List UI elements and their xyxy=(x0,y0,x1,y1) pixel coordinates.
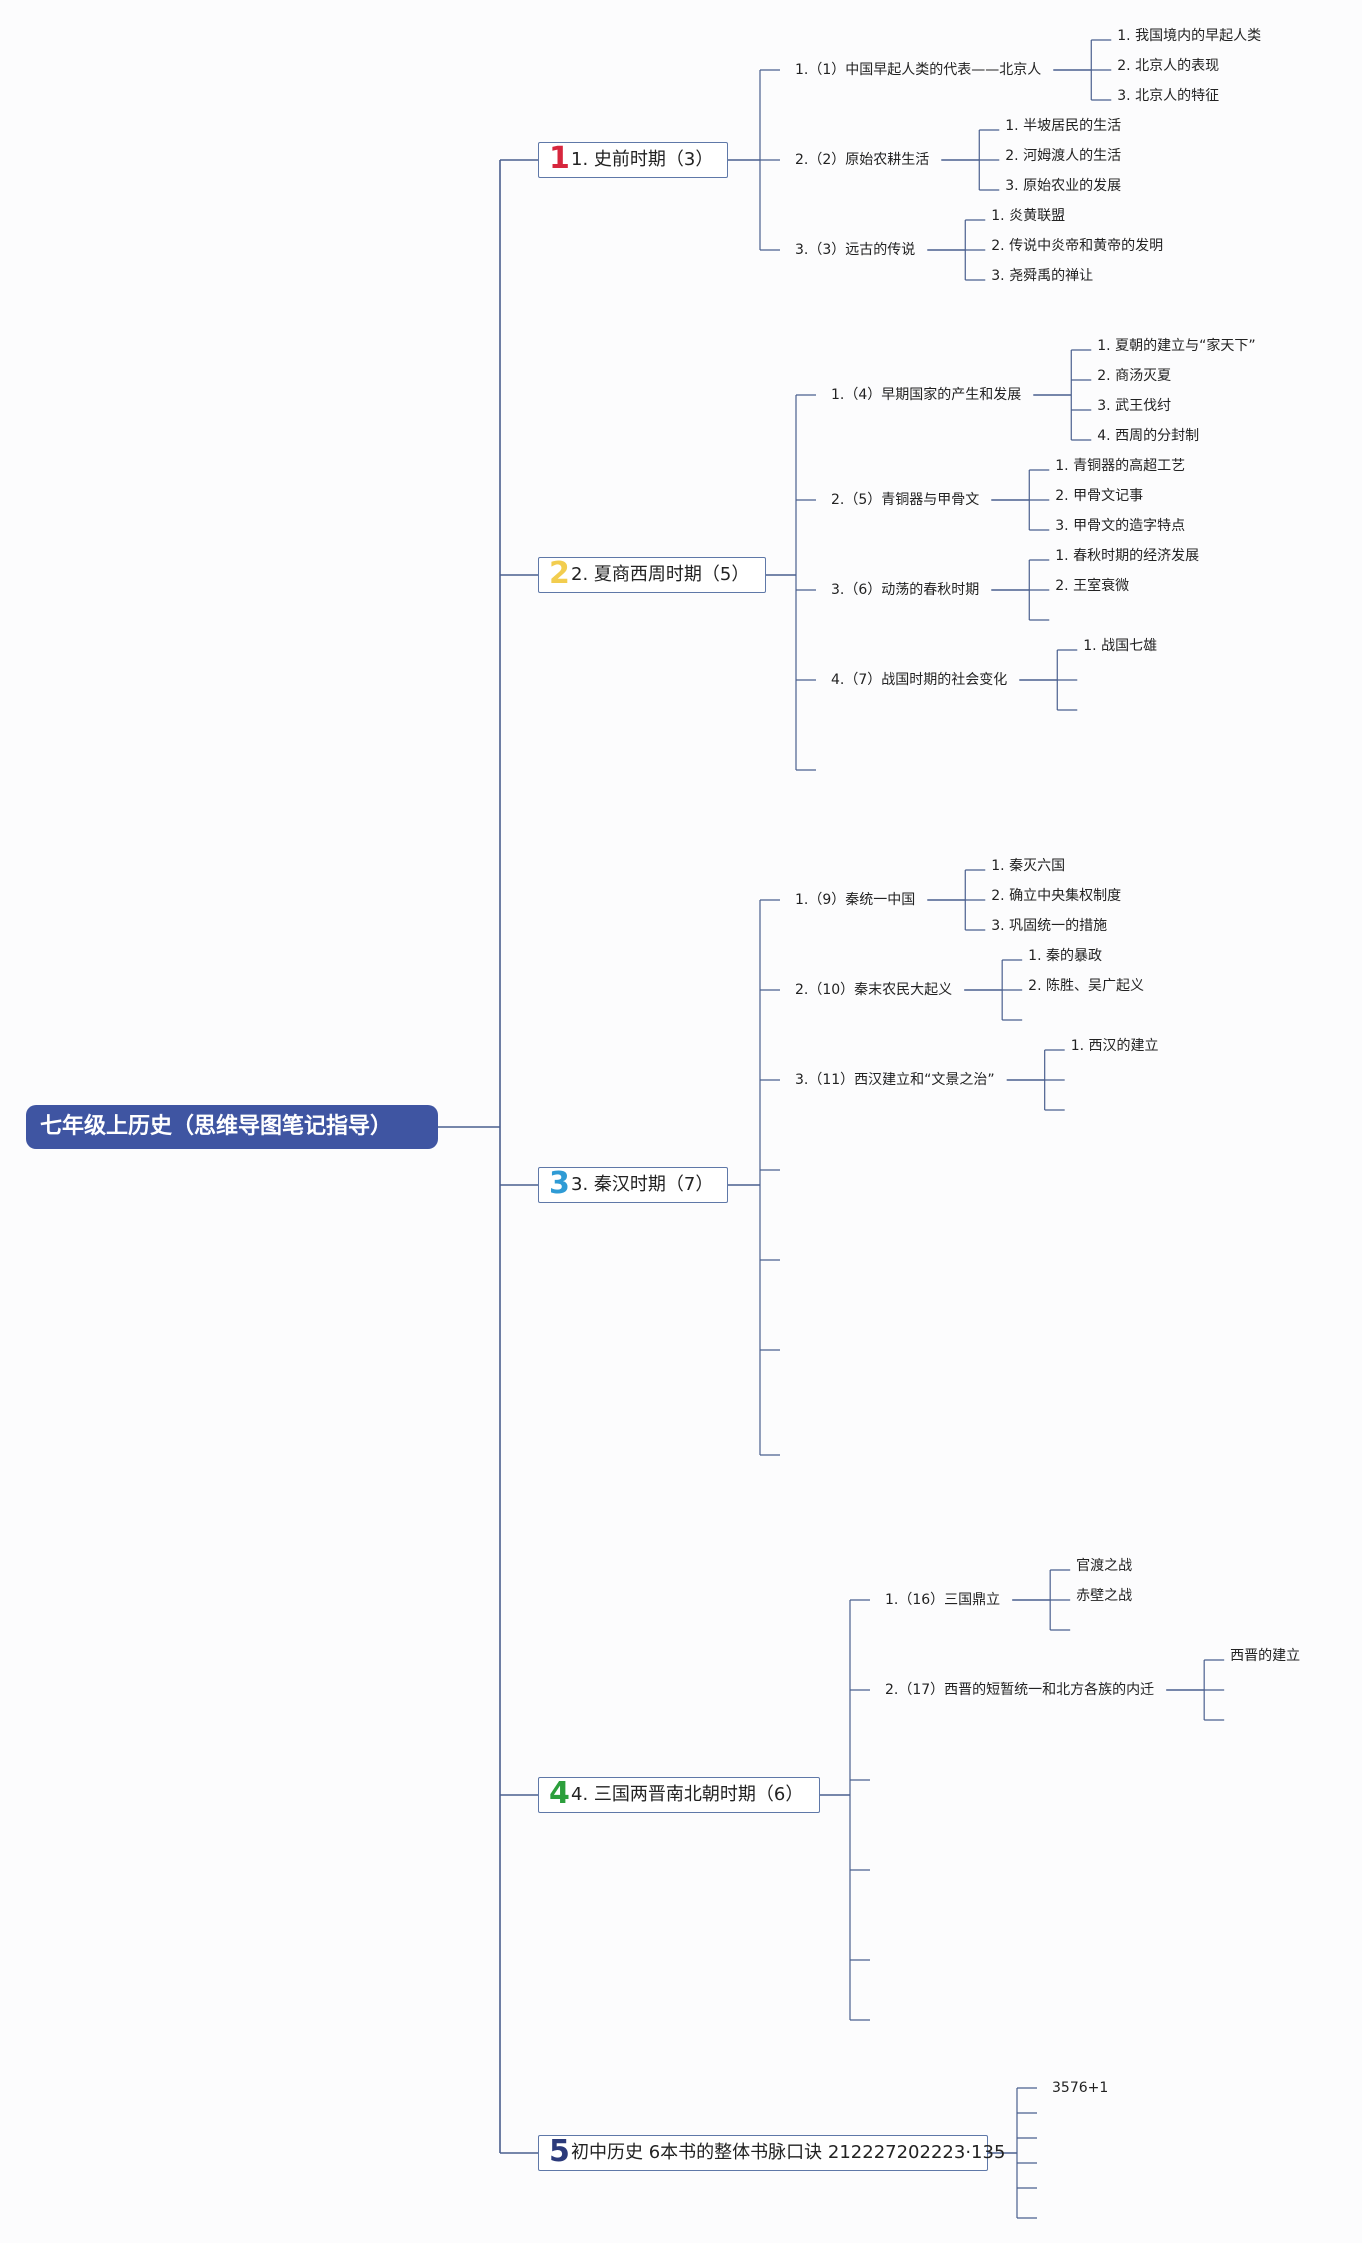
subtopic-node[interactable]: 2. 确立中央集权制度 xyxy=(991,888,1122,904)
section-label: 1. 史前时期（3） xyxy=(571,149,714,170)
section-number-1: 1 xyxy=(549,141,570,176)
subtopic-node[interactable]: 2. 王室衰微 xyxy=(1055,578,1130,594)
subtopic-node[interactable]: 1. 我国境内的早起人类 xyxy=(1117,28,1262,44)
subtopic-node[interactable]: 西晋的建立 xyxy=(1230,1648,1301,1664)
section-label: 2. 夏商西周时期（5） xyxy=(571,564,750,585)
topic-node[interactable]: 1.（9）秦统一中国 xyxy=(795,892,916,908)
subtopic-node[interactable]: 1. 秦的暴政 xyxy=(1028,948,1102,964)
section-box-1[interactable]: 11. 史前时期（3） xyxy=(538,142,728,178)
root-topic[interactable]: 七年级上历史（思维导图笔记指导） xyxy=(26,1105,438,1149)
section-number-3: 3 xyxy=(549,1166,570,1201)
topic-node[interactable]: 2.（10）秦末农民大起义 xyxy=(795,982,953,998)
subtopic-node[interactable]: 2. 传说中炎帝和黄帝的发明 xyxy=(991,238,1164,254)
subtopic-node[interactable]: 1. 夏朝的建立与“家天下” xyxy=(1097,338,1256,354)
subtopic-node[interactable]: 3. 武王伐纣 xyxy=(1097,398,1172,414)
topic-node[interactable]: 2.（5）青铜器与甲骨文 xyxy=(831,492,980,508)
subtopic-node[interactable]: 3. 巩固统一的措施 xyxy=(991,918,1108,934)
topic-node[interactable]: 3.（3）远古的传说 xyxy=(795,242,916,258)
subtopic-node[interactable]: 1. 半坡居民的生活 xyxy=(1005,118,1122,134)
subtopic-node[interactable]: 4. 西周的分封制 xyxy=(1097,428,1200,444)
topic-node[interactable]: 1.（1）中国早起人类的代表——北京人 xyxy=(795,62,1042,78)
subtopic-node[interactable]: 2. 陈胜、吴广起义 xyxy=(1028,978,1144,994)
subtopic-node[interactable]: 1. 秦灭六国 xyxy=(991,858,1066,874)
subtopic-node[interactable]: 3. 甲骨文的造字特点 xyxy=(1055,518,1186,534)
subtopic-node[interactable]: 2. 商汤灭夏 xyxy=(1097,368,1172,384)
subtopic-node[interactable]: 1. 战国七雄 xyxy=(1083,638,1158,654)
section-box-2[interactable]: 22. 夏商西周时期（5） xyxy=(538,557,766,593)
subtopic-node[interactable]: 3. 尧舜禹的禅让 xyxy=(991,268,1094,284)
subtopic-node[interactable]: 3. 北京人的特征 xyxy=(1117,88,1220,104)
section-number-2: 2 xyxy=(549,556,570,591)
section-label: 初中历史 6本书的整体书脉口诀 212227202223·135 xyxy=(571,2142,1006,2163)
topic-node[interactable]: 3.（6）动荡的春秋时期 xyxy=(831,582,980,598)
topic-node[interactable]: 4.（7）战国时期的社会变化 xyxy=(831,672,1008,688)
section-box-3[interactable]: 33. 秦汉时期（7） xyxy=(538,1167,728,1203)
section-box-5[interactable]: 5初中历史 6本书的整体书脉口诀 212227202223·135 xyxy=(538,2134,1005,2171)
topic-node[interactable]: 3.（11）西汉建立和“文景之治” xyxy=(795,1072,995,1088)
section-label: 3. 秦汉时期（7） xyxy=(571,1174,714,1195)
topic-node[interactable]: 1.（16）三国鼎立 xyxy=(885,1592,1001,1608)
subtopic-node[interactable]: 官渡之战 xyxy=(1076,1558,1133,1574)
topic-node[interactable]: 3576+1 xyxy=(1052,2080,1109,2096)
subtopic-node[interactable]: 赤壁之战 xyxy=(1076,1588,1133,1604)
subtopic-node[interactable]: 2. 北京人的表现 xyxy=(1117,58,1220,74)
section-label: 4. 三国两晋南北朝时期（6） xyxy=(571,1784,804,1805)
subtopic-node[interactable]: 1. 西汉的建立 xyxy=(1070,1038,1159,1054)
section-box-4[interactable]: 44. 三国两晋南北朝时期（6） xyxy=(538,1777,820,1813)
topic-node[interactable]: 2.（17）西晋的短暂统一和北方各族的内迁 xyxy=(885,1682,1155,1698)
section-number-4: 4 xyxy=(549,1776,570,1811)
section-number-5: 5 xyxy=(549,2134,570,2169)
subtopic-node[interactable]: 1. 青铜器的高超工艺 xyxy=(1055,458,1186,474)
subtopic-node[interactable]: 2. 甲骨文记事 xyxy=(1055,488,1144,504)
topic-node[interactable]: 2.（2）原始农耕生活 xyxy=(795,152,930,168)
subtopic-node[interactable]: 3. 原始农业的发展 xyxy=(1005,178,1122,194)
subtopic-node[interactable]: 1. 春秋时期的经济发展 xyxy=(1055,548,1200,564)
topic-node[interactable]: 1.（4）早期国家的产生和发展 xyxy=(831,387,1022,403)
subtopic-node[interactable]: 2. 河姆渡人的生活 xyxy=(1005,148,1122,164)
subtopic-node[interactable]: 1. 炎黄联盟 xyxy=(991,208,1066,224)
